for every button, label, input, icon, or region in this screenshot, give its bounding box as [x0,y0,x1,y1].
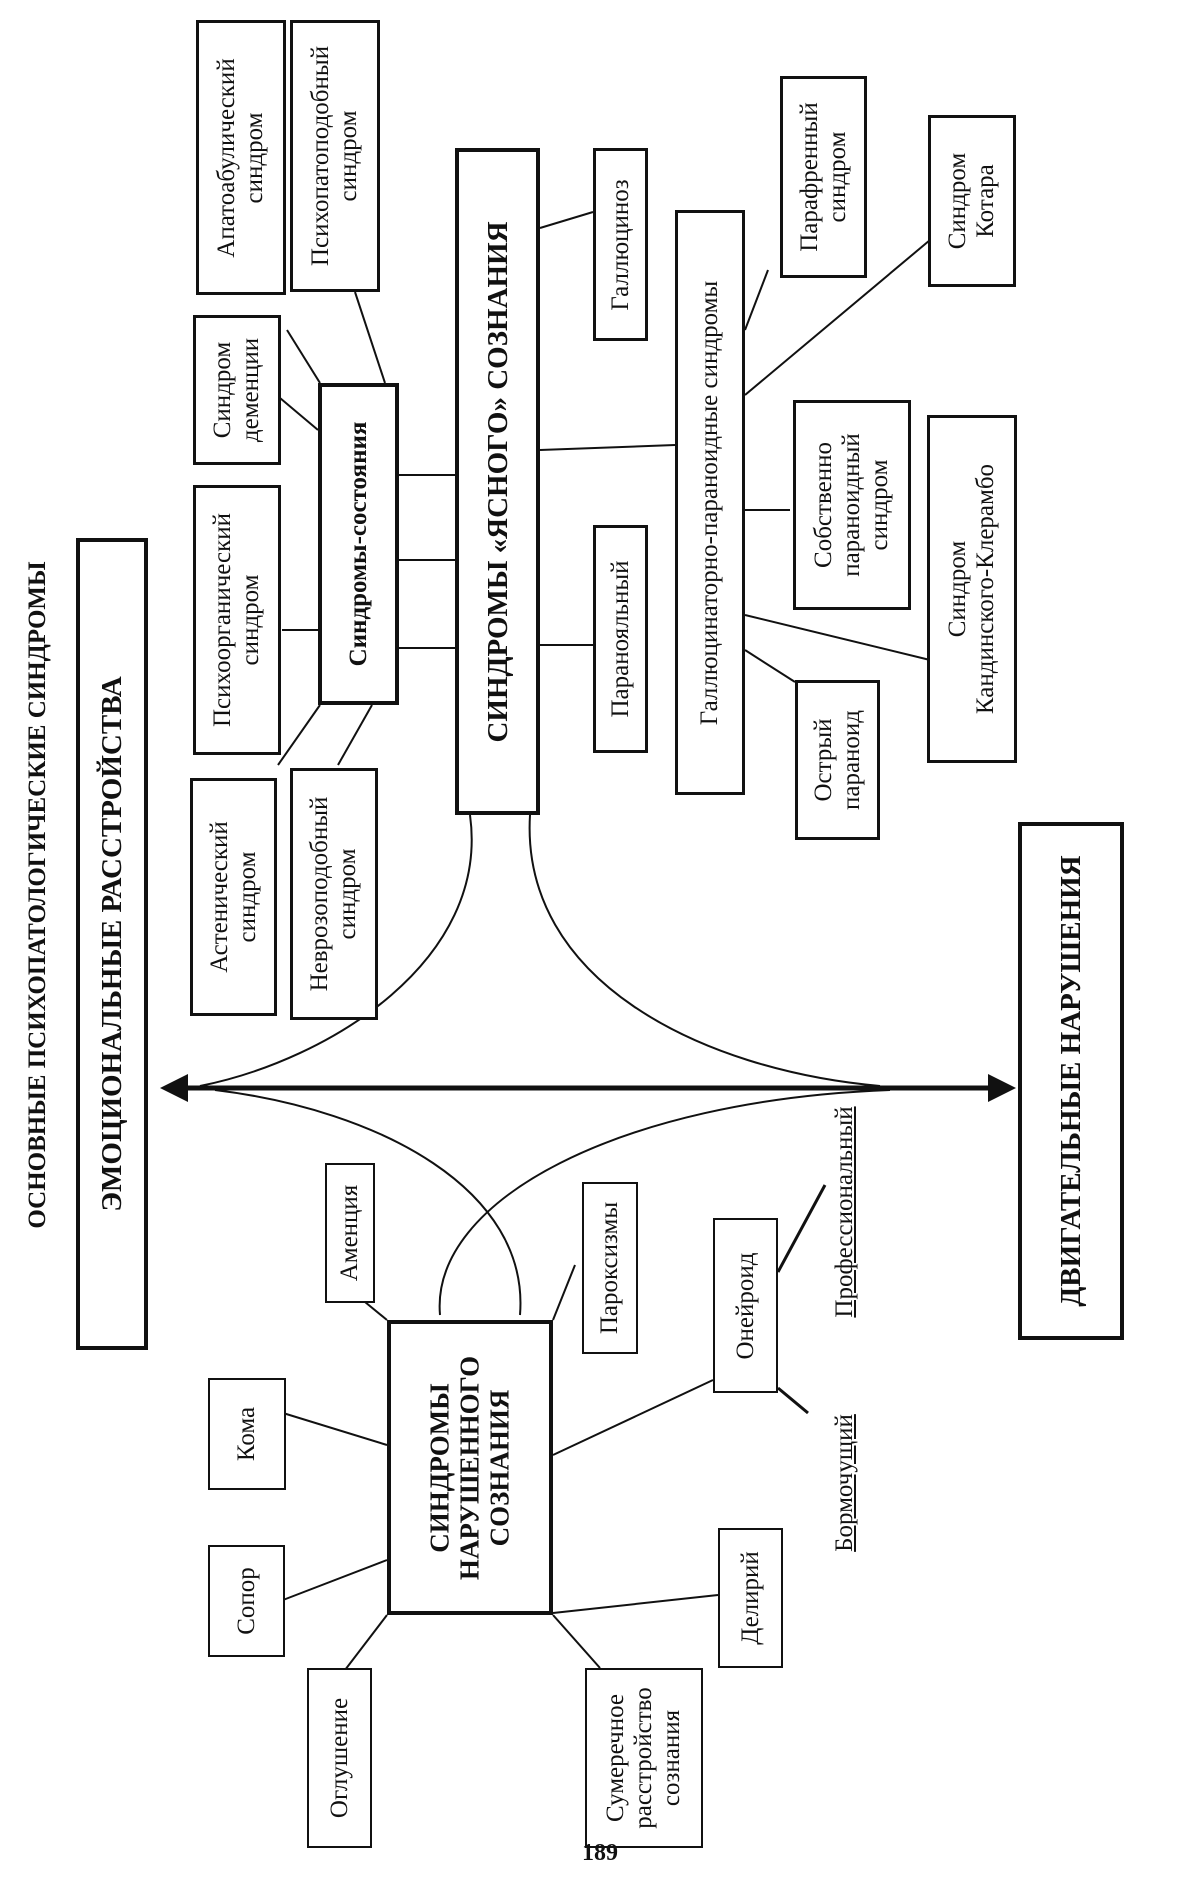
states-hub-label: Синдромы-состояния [345,422,373,667]
paraphrenic-label: Парафренныйсиндром [796,102,852,251]
link-clear-hallucinosis [540,212,593,228]
motor-disorders-label: ДВИГАТЕЛЬНЫЕ НАРУШЕНИЯ [1055,855,1087,1306]
link-states-dementia [280,398,318,430]
psychopathic-label: Психопатоподобныйсиндром [307,46,363,266]
kotard-box: СиндромКотара [928,115,1016,287]
link-halluc-kandinsky [745,615,930,660]
stupor-label: Оглушение [326,1698,354,1818]
link-impaired-sopor [283,1560,387,1600]
kandinsky-box: СиндромКандинского-Клерамбо [927,415,1017,763]
link-impaired-oneiroid [553,1380,713,1455]
kotard-label: СиндромКотара [944,153,1000,250]
impaired-hub-label: СИНДРОМЫНАРУШЕННОГОСОЗНАНИЯ [425,1355,516,1579]
sopor-label: Сопор [233,1567,261,1635]
link-impaired-amentia [365,1302,387,1320]
stupor-box: Оглушение [307,1668,372,1848]
link-impaired-twilight [553,1615,600,1668]
link-impaired-coma [283,1413,387,1445]
hallucinatory-hub-box: Галлюцинаторно-параноидные синдромы [675,210,745,795]
clear-hub-box: СИНДРОМЫ «ЯСНОГО» СОЗНАНИЯ [455,148,540,815]
coma-label: Кома [233,1407,261,1461]
neurosis-box: Неврозоподобныйсиндром [290,768,378,1020]
dementia-label: Синдромдеменции [209,338,265,442]
link-oneiroid-professional [778,1185,825,1272]
acute-paranoid-box: Острыйпараноид [795,680,880,840]
twilight-label: Сумеречноерасстройствосознания [602,1687,686,1829]
paranoid-proper-box: Собственнопараноидныйсиндром [793,400,911,610]
states-hub-box: Синдромы-состояния [318,383,399,705]
link-impaired-stupor [345,1615,387,1670]
apatoabulic-box: Апатоабулическийсиндром [196,20,286,295]
hallucinatory-hub-label: Галлюцинаторно-параноидные синдромы [696,280,724,724]
neurosis-label: Неврозоподобныйсиндром [306,797,362,992]
motor-disorders-box: ДВИГАТЕЛЬНЫЕ НАРУШЕНИЯ [1018,822,1124,1340]
kandinsky-label: СиндромКандинского-Клерамбо [944,464,1000,714]
oneiroid-label: Онейроид [732,1252,760,1359]
coma-box: Кома [208,1378,286,1490]
impaired-hub-box: СИНДРОМЫНАРУШЕННОГОСОЗНАНИЯ [387,1320,553,1615]
dementia-box: Синдромдеменции [193,315,281,465]
oneiroid-box: Онейроид [713,1218,778,1393]
paroxysms-box: Пароксизмы [582,1182,638,1354]
paranoial-box: Паранояльный [593,525,648,753]
delirium-label: Делирий [737,1551,765,1645]
link-states-neurosis [338,705,372,765]
hallucinosis-label: Галлюциноз [607,179,635,310]
link-impaired-delirium [553,1595,718,1613]
link-oneiroid-muttering [778,1388,808,1413]
delirium-box: Делирий [718,1528,783,1668]
link-impaired-paroxysms [553,1265,575,1320]
acute-paranoid-label: Острыйпараноид [810,710,866,810]
muttering-label: Бормочущий [831,1414,859,1552]
professional-label: Профессиональный [831,1106,859,1317]
curve-clear-to-motor [530,815,880,1086]
amentia-box: Аменция [325,1163,375,1303]
link-halluc-paraphrenic [745,270,768,330]
psychoorganic-label: Психоорганическийсиндром [209,513,265,727]
asthenic-label: Астеническийсиндром [206,821,262,973]
link-states-apatoabulic [287,330,320,383]
paroxysms-label: Пароксизмы [596,1202,624,1334]
paraphrenic-box: Парафренныйсиндром [780,76,867,278]
apatoabulic-label: Апатоабулическийсиндром [213,58,269,257]
psychoorganic-box: Психоорганическийсиндром [193,485,281,755]
curve-impaired-to-motor [440,1090,890,1315]
twilight-box: Сумеречноерасстройствосознания [585,1668,703,1848]
amentia-label: Аменция [336,1185,364,1282]
axis-arrow-left [160,1074,188,1102]
psychopathic-box: Психопатоподобныйсиндром [290,20,380,292]
link-clear-hallucinatory [540,445,675,450]
emotional-disorders-box: ЭМОЦИОНАЛЬНЫЕ РАССТРОЙСТВА [76,538,148,1350]
sopor-box: Сопор [208,1545,285,1657]
page-number: 189 [0,1840,1200,1867]
link-halluc-acute-paranoid [745,650,795,682]
clear-hub-label: СИНДРОМЫ «ЯСНОГО» СОЗНАНИЯ [481,221,513,742]
link-states-psychopathic [355,292,385,383]
paranoid-proper-label: Собственнопараноидныйсиндром [810,433,894,577]
main-title: ОСНОВНЫЕ ПСИХОПАТОЛОГИЧЕСКИЕ СИНДРОМЫ [24,561,52,1228]
emotional-disorders-label: ЭМОЦИОНАЛЬНЫЕ РАССТРОЙСТВА [96,676,128,1211]
link-states-asthenic [278,705,320,765]
hallucinosis-box: Галлюциноз [593,148,648,341]
asthenic-box: Астеническийсиндром [190,778,277,1016]
paranoial-label: Паранояльный [607,560,635,717]
axis-arrow-right [988,1074,1016,1102]
